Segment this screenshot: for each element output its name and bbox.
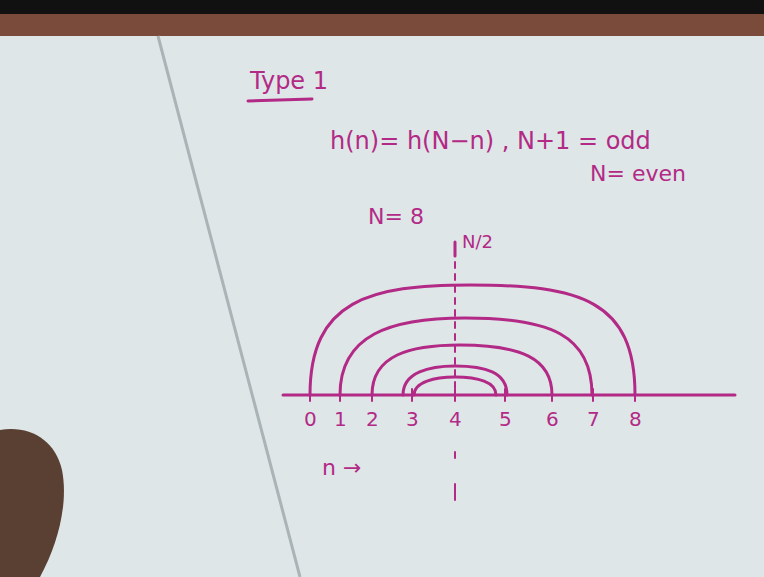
tick-label: 0 xyxy=(304,408,317,430)
symmetry-line-end xyxy=(454,484,456,500)
frame-edge xyxy=(0,14,764,36)
title-underline xyxy=(248,99,312,101)
tick-label: 6 xyxy=(546,408,559,430)
pair-arc xyxy=(310,285,635,395)
title: Type 1 xyxy=(250,68,328,94)
tick-label: 5 xyxy=(499,408,512,430)
center-tick xyxy=(454,242,457,256)
top-edge xyxy=(0,0,764,14)
tick-label: 7 xyxy=(587,408,600,430)
pair-arc xyxy=(340,318,592,395)
tick-label: 3 xyxy=(406,408,419,430)
fold-line xyxy=(158,36,300,577)
symmetry-line xyxy=(454,262,456,395)
tick-label: 8 xyxy=(629,408,642,430)
paper xyxy=(0,36,764,577)
axis-label: n → xyxy=(322,456,361,480)
hand xyxy=(0,429,64,577)
tick-label: 1 xyxy=(334,408,347,430)
n-axis xyxy=(283,394,735,397)
equation: h(n)= h(N−n) , N+1 = odd xyxy=(330,128,651,154)
tick-label: 2 xyxy=(366,408,379,430)
pair-arc xyxy=(372,345,552,395)
condition: N= 8 xyxy=(368,205,424,229)
symmetry-dot xyxy=(454,452,456,458)
center-label: N/2 xyxy=(462,232,493,252)
tick-label: 4 xyxy=(449,408,462,430)
condition: N= even xyxy=(590,162,686,186)
